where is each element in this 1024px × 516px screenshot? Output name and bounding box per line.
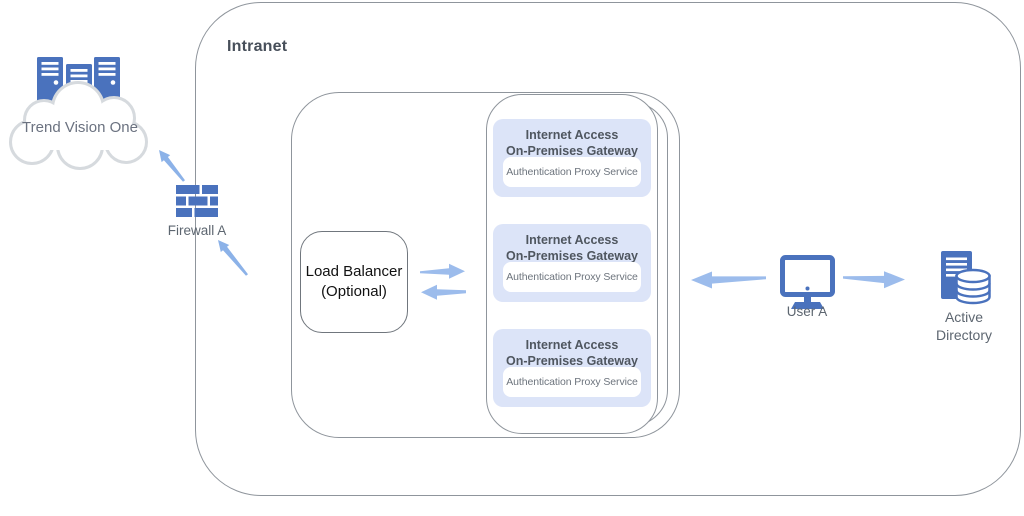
load-balancer-label: Load Balancer [305, 263, 403, 280]
active-directory-label-line2: Directory [935, 327, 992, 343]
intranet-boundary [195, 2, 1021, 496]
gateway-card: Internet Access On-Premises Gateway Auth… [493, 224, 651, 302]
intranet-label: Intranet [227, 38, 288, 55]
cloud-icon [9, 81, 148, 170]
auth-proxy-service-box: Authentication Proxy Service [503, 262, 641, 292]
load-balancer-optional-label: (Optional) [321, 283, 387, 300]
auth-proxy-service-box: Authentication Proxy Service [503, 367, 641, 397]
active-directory-label-line1: Active [944, 309, 984, 325]
trend-vision-one-icon [9, 57, 148, 170]
gateway-title-line2: On-Premises Gateway [505, 248, 638, 263]
gateway-title-line2: On-Premises Gateway [505, 143, 638, 158]
gateway-title-line1: Internet Access [525, 338, 619, 352]
trend-vision-one-label: Trend Vision One [22, 119, 138, 136]
firewall-label: Firewall A [167, 223, 227, 238]
gateway-card-title: Internet Access On-Premises Gateway [493, 119, 651, 159]
user-monitor-icon [780, 255, 835, 309]
gateway-title-line1: Internet Access [525, 128, 619, 142]
gateway-card: Internet Access On-Premises Gateway Auth… [493, 119, 651, 197]
gateway-title-line2: On-Premises Gateway [505, 353, 638, 368]
gateway-title-line1: Internet Access [525, 233, 619, 247]
active-directory-icon [941, 251, 991, 305]
user-label: User A [786, 304, 828, 319]
gateway-card: Internet Access On-Premises Gateway Auth… [493, 329, 651, 407]
firewall-icon [176, 185, 218, 217]
gateway-card-title: Internet Access On-Premises Gateway [493, 224, 651, 264]
active-directory-label: Active Directory [930, 308, 998, 344]
database-icon [955, 268, 991, 305]
gateway-card-title: Internet Access On-Premises Gateway [493, 329, 651, 369]
load-balancer-node: Load Balancer (Optional) [300, 231, 408, 333]
auth-proxy-service-box: Authentication Proxy Service [503, 157, 641, 187]
gateway-stack: Internet Access On-Premises Gateway Auth… [486, 94, 658, 434]
